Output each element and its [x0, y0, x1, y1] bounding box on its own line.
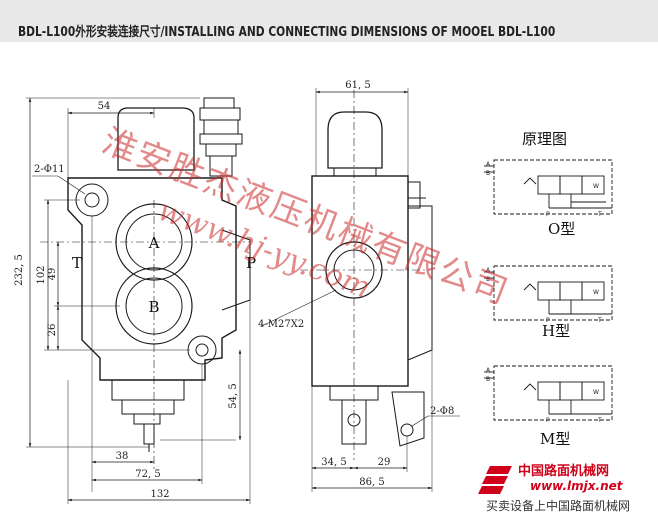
port-b-label: B — [148, 298, 159, 316]
port-t-label: T — [72, 254, 82, 272]
header-bar: BDL-L100外形安装连接尺寸/INSTALLING AND CONNECTI… — [0, 0, 658, 42]
o-b-letter: B — [486, 170, 490, 177]
m-w-letter: W — [593, 389, 599, 396]
dim-132: 132 — [150, 489, 169, 500]
dim-102: 102 — [36, 265, 47, 284]
logo-mark — [478, 466, 512, 494]
dim-29: 29 — [378, 457, 391, 468]
h-t-letter: T — [597, 317, 602, 324]
h-a-letter: A — [486, 267, 491, 274]
front-view — [26, 97, 251, 504]
port-a-label: A — [148, 234, 160, 252]
type-h-label: H型 — [542, 322, 570, 340]
schematic-title: 原理图 — [522, 130, 567, 148]
dim-232-5: 232, 5 — [14, 254, 25, 286]
port-p-label: P — [246, 254, 256, 272]
logo-tagline: 买卖设备上中国路面机械网 — [486, 498, 630, 513]
schematic-m — [484, 365, 613, 421]
h-b-letter: B — [486, 276, 490, 283]
m-a-letter: A — [486, 367, 491, 374]
schematic-h — [484, 265, 613, 321]
logo-url: www.lmjx.net — [530, 479, 624, 493]
o-p-letter: P — [546, 211, 550, 218]
h-p-letter: P — [546, 317, 550, 324]
type-m-label: M型 — [540, 430, 570, 448]
dim-86-5: 86, 5 — [359, 477, 384, 488]
dim-2-phi11: 2-Φ11 — [34, 164, 65, 175]
dim-72-5: 72, 5 — [135, 469, 160, 480]
o-a-letter: A — [486, 161, 491, 168]
m-b-letter: B — [486, 376, 490, 383]
type-o-label: O型 — [548, 220, 575, 238]
o-t-letter: T — [597, 211, 602, 218]
dim-26: 26 — [47, 324, 58, 337]
schematic-o — [484, 159, 613, 215]
h-w-letter: W — [593, 289, 599, 296]
dim-34-5: 34, 5 — [321, 457, 346, 468]
page-title: BDL-L100外形安装连接尺寸/INSTALLING AND CONNECTI… — [18, 25, 556, 40]
dim-4-m27x2: 4-M27X2 — [258, 319, 304, 330]
o-w-letter: W — [593, 183, 599, 190]
logo-name: 中国路面机械网 — [518, 463, 609, 479]
m-p-letter: P — [546, 417, 550, 424]
dim-38: 38 — [116, 451, 129, 462]
dim-54-5: 54, 5 — [228, 383, 239, 408]
side-view — [261, 88, 460, 492]
dim-49: 49 — [47, 268, 58, 281]
m-t-letter: T — [597, 417, 602, 424]
dim-2-phi8: 2-Φ8 — [430, 406, 454, 417]
dim-61-5: 61, 5 — [345, 80, 370, 91]
dim-54: 54 — [98, 101, 111, 112]
